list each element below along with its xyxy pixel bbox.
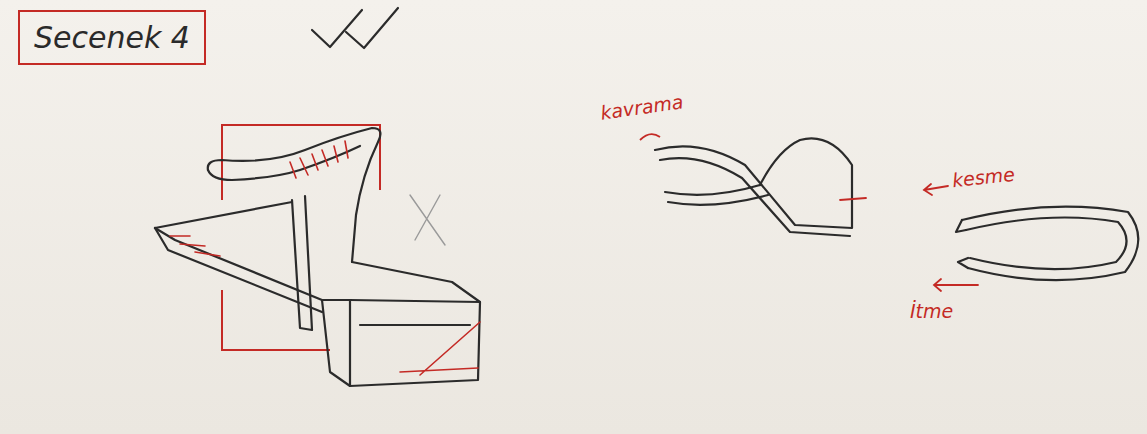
leader-line [640,134,660,140]
check-mark [346,8,398,48]
annotation-label: kavrama [599,90,685,123]
check-mark [312,10,362,47]
tool-sketch [155,128,480,386]
red-frame [222,125,380,350]
tongs-sketch [956,207,1138,281]
annotation-label: kesme [951,163,1016,191]
annotation-label: İtme [910,300,953,322]
option-box: Secenek 4 [18,10,206,65]
arrow [924,184,978,291]
option-title: Secenek 4 [34,20,190,55]
pliers-sketch [655,138,866,236]
hatching [170,141,480,375]
